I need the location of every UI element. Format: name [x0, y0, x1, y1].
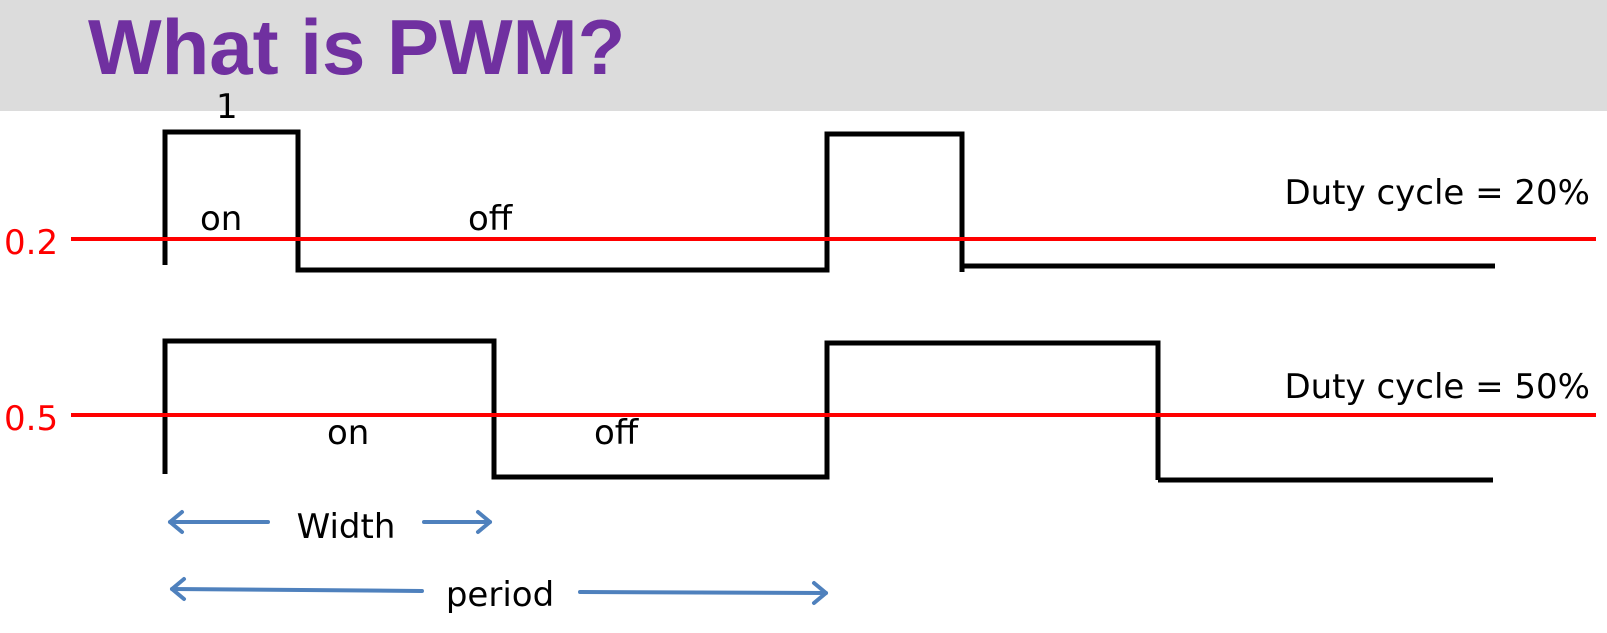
- period-label: period: [446, 575, 554, 615]
- slide-title: What is PWM?: [88, 3, 626, 91]
- period-arrow-left: [170, 577, 424, 601]
- period-arrow-right: [578, 581, 828, 605]
- title-bar: What is PWM?: [0, 0, 1607, 111]
- width-label: Width: [297, 507, 396, 547]
- waveform-20-percent: [162, 129, 1495, 273]
- wave2-on-label: on: [327, 413, 369, 453]
- width-arrow-right: [422, 510, 492, 534]
- reference-value-0-2: 0.2: [4, 223, 58, 263]
- width-arrow-left: [168, 510, 270, 534]
- waveform-50-percent: [162, 338, 1493, 483]
- wave1-on-label: on: [200, 199, 242, 239]
- reference-value-0-5: 0.5: [4, 399, 58, 439]
- duty-cycle-20-label: Duty cycle = 20%: [1284, 173, 1590, 213]
- high-level-label: 1: [216, 87, 238, 127]
- wave1-off-label: off: [468, 199, 514, 239]
- wave2-off-label: off: [594, 413, 640, 453]
- duty-cycle-50-label: Duty cycle = 50%: [1284, 367, 1590, 407]
